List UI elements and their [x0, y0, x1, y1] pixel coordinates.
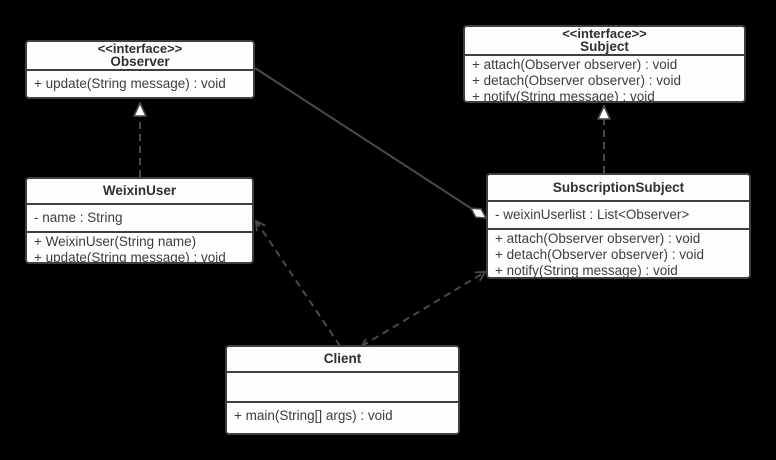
method-item: + WeixinUser(String name) — [34, 234, 197, 249]
client-header: Client — [227, 347, 458, 373]
subscriptionsubject-header: SubscriptionSubject — [488, 175, 749, 202]
class-box-weixinuser[interactable]: WeixinUser - name : String + WeixinUser(… — [25, 177, 254, 264]
class-box-observer[interactable]: <<interface>> Observer + update(String m… — [25, 40, 255, 99]
subscriptionsubject-attributes: - weixinUserlist : List<Observer> — [488, 202, 749, 230]
client-attributes-empty — [227, 373, 458, 403]
subject-header: <<interface>> Subject — [465, 27, 744, 56]
method-item: + notify(String message) : void — [472, 89, 655, 101]
dependency-arrow-client-to-subscriptionsubject — [360, 271, 487, 347]
weixinuser-methods: + WeixinUser(String name) + update(Strin… — [27, 233, 252, 262]
method-item: + update(String message) : void — [34, 76, 226, 91]
subject-stereotype: <<interface>> — [562, 26, 647, 41]
subscriptionsubject-class-name: SubscriptionSubject — [552, 179, 685, 195]
method-item: + attach(Observer observer) : void — [472, 57, 678, 72]
observer-methods: + update(String message) : void — [27, 71, 253, 97]
method-item: + detach(Observer observer) : void — [472, 73, 681, 88]
weixinuser-header: WeixinUser — [27, 179, 252, 205]
subject-class-name: Subject — [580, 39, 629, 54]
method-item: + notify(String message) : void — [495, 263, 678, 277]
method-item: + detach(Observer observer) : void — [495, 247, 704, 262]
class-box-client[interactable]: Client + main(String[] args) : void — [225, 345, 460, 435]
weixinuser-class-name: WeixinUser — [102, 183, 177, 198]
subscriptionsubject-methods: + attach(Observer observer) : void + det… — [488, 230, 749, 277]
class-box-subscriptionsubject[interactable]: SubscriptionSubject - weixinUserlist : L… — [486, 173, 751, 279]
subject-methods: + attach(Observer observer) : void + det… — [465, 56, 744, 101]
class-box-subject[interactable]: <<interface>> Subject + attach(Observer … — [463, 25, 746, 103]
dependency-arrow-client-to-weixinuser — [254, 219, 341, 347]
method-item: + attach(Observer observer) : void — [495, 231, 701, 246]
weixinuser-attributes: - name : String — [27, 205, 252, 233]
observer-stereotype: <<interface>> — [97, 41, 183, 56]
method-item: + main(String[] args) : void — [234, 408, 393, 423]
aggregation-link-observer-to-subscriptionsubject — [254, 67, 486, 218]
observer-class-name: Observer — [110, 54, 170, 69]
method-item: + update(String message) : void — [34, 250, 226, 262]
client-class-name: Client — [323, 351, 362, 366]
observer-header: <<interface>> Observer — [27, 42, 253, 71]
attribute-item: - weixinUserlist : List<Observer> — [495, 207, 690, 222]
client-methods: + main(String[] args) : void — [227, 403, 458, 431]
attribute-item: - name : String — [34, 210, 123, 225]
